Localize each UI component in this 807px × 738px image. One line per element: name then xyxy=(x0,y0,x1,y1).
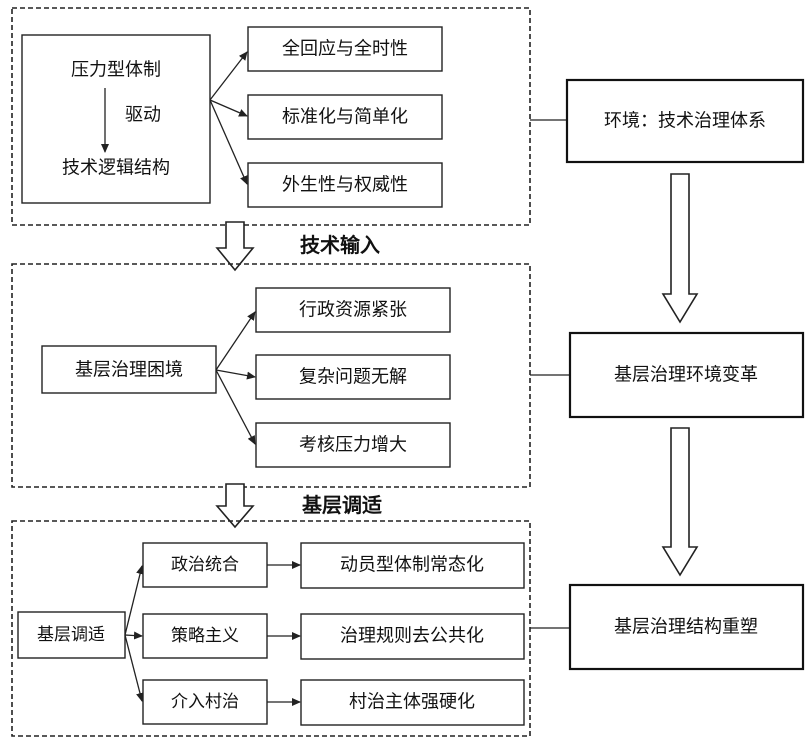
strategy-box-3 xyxy=(142,679,268,725)
result-label-2: 治理规则去公共化 xyxy=(340,626,484,647)
bottom-branch-arrow-3 xyxy=(124,634,144,702)
grassroots-adaptation-label: 基层调适 xyxy=(37,625,105,645)
result-box-3 xyxy=(300,679,525,726)
middle-outcome-box-1 xyxy=(255,287,451,333)
governance-dilemma-box xyxy=(41,345,217,394)
tech-logic-label: 技术逻辑结构 xyxy=(62,158,170,179)
strategy-label-1: 政治统合 xyxy=(171,555,239,575)
top-outcome-label-3: 外生性与权威性 xyxy=(282,175,408,196)
drive-label: 驱动 xyxy=(125,105,161,126)
middle-section-frame xyxy=(11,263,531,488)
top-outcome-box-1 xyxy=(247,26,443,72)
adaptation-transition-label: 基层调适 xyxy=(302,493,382,517)
middle-outcome-box-3 xyxy=(255,422,451,468)
middle-branch-arrow-3 xyxy=(215,369,256,445)
tech-input-label: 技术输入 xyxy=(300,233,380,257)
tech-input-hollow-arrow xyxy=(215,221,255,272)
result-box-2 xyxy=(300,613,525,660)
bottom-branch-arrow-2 xyxy=(124,631,143,640)
side-hollow-arrow-2 xyxy=(661,427,699,577)
adaptation-hollow-arrow xyxy=(215,483,255,529)
governance-dilemma-label: 基层治理困境 xyxy=(75,360,183,381)
side-label-environment: 环境：技术治理体系 xyxy=(604,111,766,132)
middle-branch-arrow-2 xyxy=(215,369,256,380)
top-section-frame xyxy=(11,7,531,226)
side-label-structure-reshape: 基层治理结构重塑 xyxy=(614,617,758,638)
bottom-branch-arrow-1 xyxy=(124,565,144,636)
strategy-label-3: 介入村治 xyxy=(171,692,239,712)
top-outcome-label-1: 全回应与全时性 xyxy=(282,39,408,60)
side-box-environment xyxy=(565,78,805,164)
middle-outcome-label-2: 复杂问题无解 xyxy=(299,367,407,388)
middle-branch-arrow-1 xyxy=(215,311,256,371)
top-branch-arrow-2 xyxy=(209,99,248,117)
pressure-system-box xyxy=(21,34,211,204)
grassroots-adaptation-box xyxy=(17,611,126,659)
middle-outcome-label-1: 行政资源紧张 xyxy=(299,300,407,321)
side-hollow-arrow-1 xyxy=(661,173,699,324)
top-branch-arrow-1 xyxy=(209,51,248,101)
top-outcome-box-3 xyxy=(247,162,443,208)
side-box-environment-change xyxy=(568,331,805,419)
strategy-label-2: 策略主义 xyxy=(171,626,239,646)
top-outcome-box-2 xyxy=(247,94,443,140)
side-label-environment-change: 基层治理环境变革 xyxy=(614,365,758,386)
side-box-structure-reshape xyxy=(568,583,805,671)
result-label-3: 村治主体强硬化 xyxy=(349,692,475,713)
middle-outcome-label-3: 考核压力增大 xyxy=(299,435,407,456)
result-label-1: 动员型体制常态化 xyxy=(340,555,484,576)
result-box-1 xyxy=(300,542,525,589)
middle-outcome-box-2 xyxy=(255,354,451,400)
pressure-system-label: 压力型体制 xyxy=(71,60,161,81)
top-outcome-label-2: 标准化与简单化 xyxy=(282,107,408,128)
top-branch-arrow-3 xyxy=(209,99,248,185)
strategy-box-2 xyxy=(142,613,268,659)
